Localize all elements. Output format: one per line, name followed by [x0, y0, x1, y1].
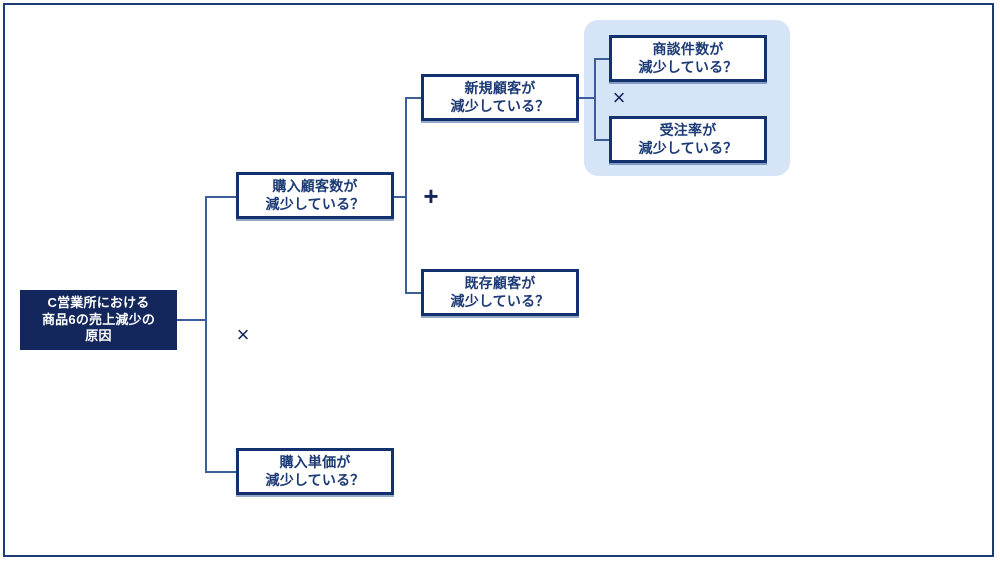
connector-level1-spine: [205, 196, 207, 472]
node-root-cause-label: C営業所における 商品6の売上減少の 原因: [41, 295, 156, 344]
connector-purchase-customer-stub: [394, 196, 406, 198]
connector-to-win-rate: [594, 139, 609, 141]
operator-customer-plus: +: [423, 180, 439, 211]
node-new-customer-label: 新規顧客が 減少している？: [450, 79, 550, 114]
node-purchase-unit-price[interactable]: 購入単価が 減少している？: [236, 448, 394, 495]
connector-new-customer-stub: [578, 97, 595, 99]
connector-to-new-customer: [405, 97, 421, 99]
node-root-cause[interactable]: C営業所における 商品6の売上減少の 原因: [20, 290, 177, 350]
node-existing-customer-label: 既存顧客が 減少している？: [450, 274, 550, 309]
operator-root-multiply: ×: [236, 322, 250, 347]
node-new-customer[interactable]: 新規顧客が 減少している？: [421, 74, 579, 121]
node-existing-customer[interactable]: 既存顧客が 減少している？: [421, 269, 579, 316]
node-win-rate-label: 受注率が 減少している？: [638, 121, 738, 156]
connector-root-stub: [177, 319, 206, 321]
connector-to-purchase-customer-count: [205, 196, 236, 198]
node-deal-count[interactable]: 商談件数が 減少している？: [609, 35, 767, 82]
connector-to-existing-customer: [405, 292, 421, 294]
connector-to-purchase-unit-price: [205, 471, 236, 473]
connector-level3-spine: [594, 58, 596, 140]
node-purchase-customer-count-label: 購入顧客数が 減少している？: [265, 177, 365, 212]
connector-level2-spine: [405, 97, 407, 293]
node-win-rate[interactable]: 受注率が 減少している？: [609, 116, 767, 163]
node-deal-count-label: 商談件数が 減少している？: [638, 40, 738, 75]
node-purchase-unit-price-label: 購入単価が 減少している？: [265, 453, 365, 488]
connector-to-deal-count: [594, 58, 609, 60]
operator-new-customer-multiply: ×: [612, 85, 626, 110]
node-purchase-customer-count[interactable]: 購入顧客数が 減少している？: [236, 172, 394, 219]
